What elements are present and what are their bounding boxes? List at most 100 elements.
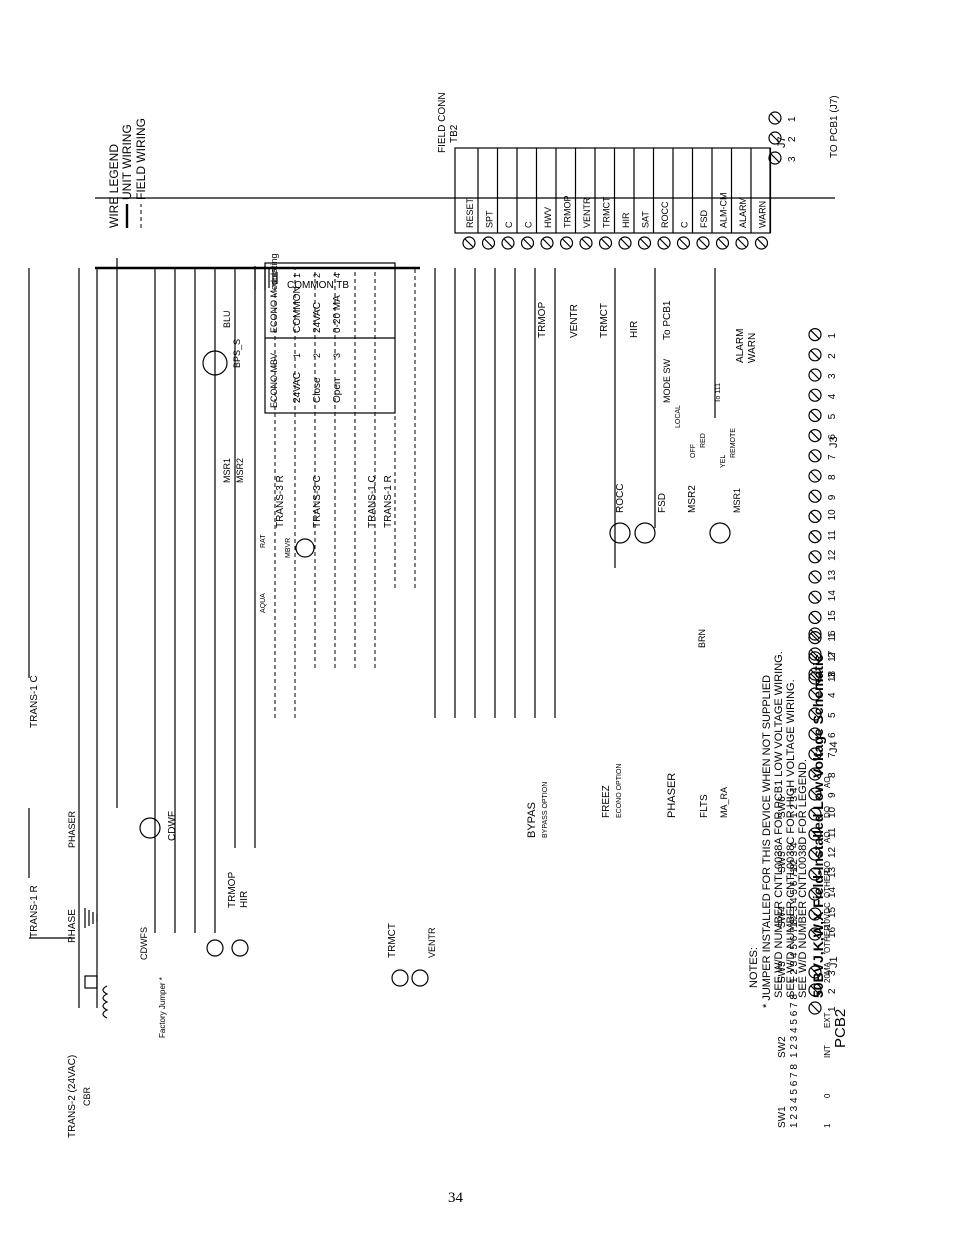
blu-indicator-icon: [202, 350, 228, 376]
pin-number: 15: [827, 610, 838, 622]
connector-pin: [808, 907, 822, 921]
tb2-terminal: [715, 236, 730, 250]
connector-pin: [808, 631, 822, 645]
tb2-terminal: [754, 236, 769, 250]
trans1c-b-label: TRANS-1 C: [367, 475, 378, 528]
connector-pin: [808, 590, 822, 604]
connector-pin: [808, 671, 822, 685]
mod-row-020ma: 0-20 MA: [332, 295, 343, 333]
connector-pin: [808, 627, 822, 641]
switch-option-off: OTHER: [823, 870, 832, 898]
schematic-diagram: WIRE LEGEND UNIT WIRING FIELD WIRING COM…: [28, 92, 849, 1138]
tb2-terminal-label: ALM-CM: [719, 193, 729, 229]
connector-pin: [808, 489, 822, 503]
pin-number: 14: [827, 590, 838, 602]
trans3r-label: TRANS-3 R: [275, 475, 286, 528]
econo-mbv-label: ECONO MBV: [269, 353, 279, 408]
switch-option-on: DO: [823, 861, 832, 873]
pin-number: 5: [827, 413, 838, 419]
pin-number: 9: [827, 494, 838, 500]
tb2-terminal: [559, 236, 574, 250]
pin-number: 4: [827, 692, 838, 698]
connector-pin: [808, 687, 822, 701]
connector-pin: [808, 368, 822, 382]
pin-number: 13: [827, 569, 838, 581]
switch-name: SW1: [777, 1106, 788, 1128]
tb2-terminal-label: C: [680, 221, 690, 228]
mbv-num-1: 1: [292, 353, 302, 358]
connector-pin: [808, 787, 822, 801]
connector-pin: [768, 131, 782, 145]
pin-number: 15: [827, 906, 838, 918]
hir-r-label: HIR: [629, 321, 640, 338]
connector-pin: [768, 111, 782, 125]
tb2-terminal: [540, 236, 554, 250]
pin-number: 13: [827, 866, 838, 878]
pcb2-label: PCB2: [832, 1009, 849, 1048]
wire-legend: WIRE LEGEND UNIT WIRING FIELD WIRING: [107, 118, 148, 228]
mbv-row-close: Close: [312, 377, 323, 403]
switch-option-on: 1: [823, 1123, 832, 1128]
connector-pin: [808, 965, 822, 979]
terminal-block-icon: [84, 975, 98, 989]
wire-legend-field: FIELD WIRING: [134, 118, 148, 200]
connector-pin: [808, 408, 822, 423]
pin-number: 1: [827, 333, 838, 339]
connector-pin: [808, 327, 822, 342]
tb2-terminal-label: HIR: [621, 212, 631, 228]
trans1r-b-label: TRANS-1 R: [383, 475, 394, 528]
tb2-terminal-label: VENTR: [582, 197, 592, 228]
mbvr-coil-icon: [295, 538, 315, 558]
local-label: LOCAL: [675, 405, 682, 428]
tb2-terminal-label: SPT: [485, 210, 495, 228]
pin-number: 10: [827, 806, 838, 818]
switch-option-on: 20MA: [823, 961, 832, 983]
notes-heading: NOTES:: [748, 947, 760, 988]
pin-number: 10: [827, 509, 838, 521]
tb2-terminal: [696, 236, 710, 250]
connector-pin: [808, 983, 822, 997]
trans1c-label: TRANS-1 C: [29, 675, 40, 728]
switch-option-off: 0: [823, 1093, 832, 1098]
option-switches: BYPAS BYPASS OPTION FREEZ ECONO OPTION P…: [526, 629, 729, 838]
tb2-terminal-label: RESET: [465, 197, 475, 228]
switch-option-on: DO: [823, 806, 832, 818]
rocc-coil-icon: [609, 522, 631, 544]
msr1-b-label: MSR1: [732, 488, 742, 513]
connector-pin: [808, 651, 822, 665]
msr1-coil-icon: [709, 522, 731, 544]
econo-option-label: ECONO OPTION: [616, 764, 623, 818]
connector-pin: [808, 388, 822, 402]
econo-mbv-box: ECONO MBV 24VAC Close Open ECONO Modulat…: [264, 253, 396, 414]
switch-name: SW2: [777, 1036, 788, 1058]
ground-icon: [84, 908, 98, 928]
connector-pin: [808, 747, 822, 761]
hir-label: HIR: [239, 891, 250, 908]
freez-label: FREEZ: [601, 785, 612, 818]
tb2-terminal-label: C: [524, 221, 534, 228]
connector-pin: [808, 570, 822, 584]
msr-relay-group: BLU BPS_S MSR1 MSR2: [202, 310, 245, 483]
yel-label: YEL: [720, 455, 727, 468]
pin-number: 7: [827, 752, 838, 758]
pin-number: 11: [827, 530, 838, 541]
switch-digits: 1 2 3 4 5 6 7 8: [789, 864, 800, 928]
switch-digits: 1 2 3 4 5 6 7 8: [789, 919, 800, 983]
fsd-label: FSD: [657, 493, 668, 513]
hir-coil-icon: [231, 939, 249, 957]
switch-option-on: 10VDC: [823, 902, 832, 928]
mbv-row-24vac: 24VAC: [292, 372, 303, 403]
pin-number: 1: [827, 1006, 838, 1012]
wiring-runs: [78, 268, 716, 1008]
pin-number: 4: [827, 393, 838, 399]
tb2-terminal: [520, 236, 535, 250]
j1-connector: J1 123: [808, 956, 840, 1015]
to-pcb1-label: To PCB1: [662, 300, 673, 340]
pin-number: 18: [827, 670, 838, 682]
switch-digits: 1 2 3 4 5 6 7 8: [789, 994, 800, 1058]
pin-number: 8: [827, 772, 838, 778]
